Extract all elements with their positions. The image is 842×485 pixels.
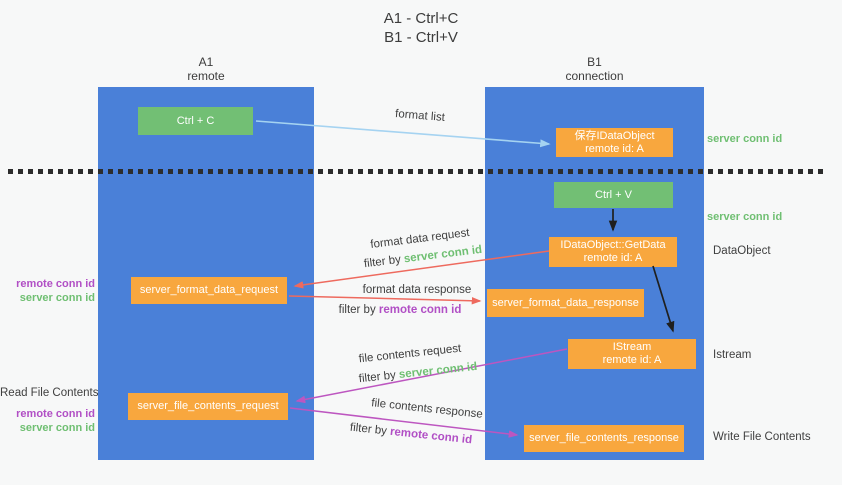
node-server-file-contents-response-label: server_file_contents_response <box>529 432 679 444</box>
column-b1-subtitle: connection <box>565 69 624 83</box>
column-header-a1: A1 remote <box>98 55 314 83</box>
label-left-server-conn-id-bottom: server conn id <box>19 422 95 434</box>
label-file-contents-response-text: file contents response <box>370 397 484 421</box>
node-ctrl-v-label: Ctrl + V <box>595 188 632 201</box>
label-left-server-conn-id-top: server conn id <box>19 292 95 304</box>
node-idataobject-getdata-line1: IDataObject::GetData <box>560 239 666 251</box>
node-idataobject-getdata: IDataObject::GetData remote id: A <box>549 237 677 267</box>
label-format-list-text: format list <box>394 108 446 124</box>
server-conn-id-text: server conn id <box>403 243 483 266</box>
label-filter-by-remote-conn-id-1: filter by remote conn id <box>320 304 480 316</box>
node-server-file-contents-response: server_file_contents_response <box>524 425 684 452</box>
node-istream-line1: IStream <box>612 341 652 353</box>
label-left-remote-conn-id-bottom: remote conn id <box>16 408 95 420</box>
label-format-data-response-text: format data response <box>362 284 472 296</box>
arrow-format-data-response <box>288 295 482 305</box>
remote-conn-id-text: remote conn id <box>389 425 473 447</box>
label-istream: Istream <box>713 349 752 361</box>
node-ctrl-c-label: Ctrl + C <box>176 114 215 127</box>
node-server-file-contents-request: server_file_contents_request <box>128 393 288 420</box>
label-file-contents-request-text: file contents request <box>358 342 462 366</box>
node-server-format-data-response-label: server_format_data_response <box>492 296 639 309</box>
label-read-file-contents: Read File Contents <box>0 387 99 399</box>
node-server-file-contents-request-label: server_file_contents_request <box>137 400 279 412</box>
filter-by-text: filter by <box>349 421 388 438</box>
node-istream-line2: remote id: A <box>602 354 662 366</box>
label-format-data-response: format data response <box>337 284 497 296</box>
node-istream: IStream remote id: A <box>568 339 696 369</box>
column-header-b1: B1 connection <box>485 55 704 83</box>
node-server-format-data-response: server_format_data_response <box>487 289 644 317</box>
label-dataobject: DataObject <box>713 245 771 257</box>
column-a1-subtitle: remote <box>187 69 225 83</box>
diagram-title: A1 - Ctrl+C B1 - Ctrl+V <box>0 9 842 47</box>
label-file-contents-response: file contents response <box>347 395 507 424</box>
remote-conn-id-text: remote conn id <box>378 304 462 316</box>
filter-by-text: filter by <box>358 369 397 386</box>
node-save-idataobject-line2: remote id: A <box>585 142 644 155</box>
node-server-format-data-request-label: server_format_data_request <box>139 284 279 296</box>
node-ctrl-v: Ctrl + V <box>554 182 673 208</box>
node-save-idataobject: 保存IDataObject remote id: A <box>556 128 673 157</box>
node-idataobject-getdata-line2: remote id: A <box>583 252 643 264</box>
label-filter-by-remote-conn-id-2: filter by remote conn id <box>331 420 491 449</box>
title-line-1: A1 - Ctrl+C <box>383 10 459 27</box>
node-server-format-data-request: server_format_data_request <box>131 277 287 304</box>
filter-by-text: filter by <box>363 253 402 271</box>
label-left-remote-conn-id-top: remote conn id <box>16 278 95 290</box>
title-line-2: B1 - Ctrl+V <box>384 29 458 46</box>
dotted-separator-line <box>8 169 826 174</box>
node-save-idataobject-line1: 保存IDataObject <box>574 129 655 142</box>
node-ctrl-c: Ctrl + C <box>138 107 253 135</box>
server-conn-id-text: server conn id <box>398 360 478 381</box>
label-right-server-conn-id-top: server conn id <box>707 133 783 145</box>
label-format-list: format list <box>340 104 500 129</box>
column-b1-id: B1 <box>587 55 602 69</box>
label-write-file-contents: Write File Contents <box>713 431 811 443</box>
column-a1-id: A1 <box>198 55 214 69</box>
filter-by-text: filter by <box>338 304 376 316</box>
label-right-server-conn-id-mid: server conn id <box>707 211 783 223</box>
